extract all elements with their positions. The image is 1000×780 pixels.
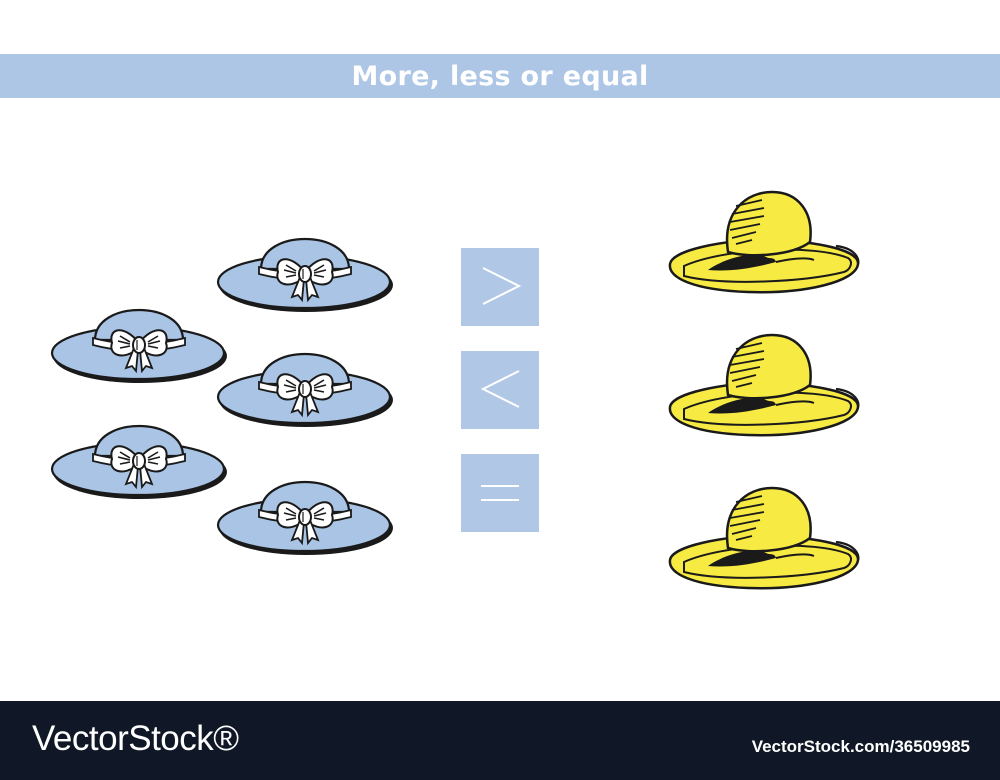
yellow-straw-hat-icon <box>664 478 864 598</box>
watermark-bar: VectorStock® VectorStock.com/36509985 <box>0 701 1000 780</box>
yellow-straw-hat-icon <box>664 325 864 445</box>
equals-button[interactable] <box>461 454 539 532</box>
blue-sun-hat-with-bow-icon <box>216 217 396 317</box>
greater-than-button[interactable] <box>461 248 539 326</box>
blue-sun-hat-with-bow-icon <box>50 404 230 504</box>
yellow-straw-hat-icon <box>664 182 864 302</box>
equals-icon <box>481 485 519 501</box>
vectorstock-logo: VectorStock® <box>32 719 239 758</box>
less-than-icon <box>480 370 520 408</box>
stock-id: VectorStock.com/36509985 <box>751 737 970 756</box>
title-banner: More, less or equal <box>0 54 1000 98</box>
blue-sun-hat-with-bow-icon <box>50 288 230 388</box>
blue-sun-hat-with-bow-icon <box>216 460 396 560</box>
page-title: More, less or equal <box>351 60 649 92</box>
blue-sun-hat-with-bow-icon <box>216 332 396 432</box>
less-than-button[interactable] <box>461 351 539 429</box>
greater-than-icon <box>482 267 522 305</box>
